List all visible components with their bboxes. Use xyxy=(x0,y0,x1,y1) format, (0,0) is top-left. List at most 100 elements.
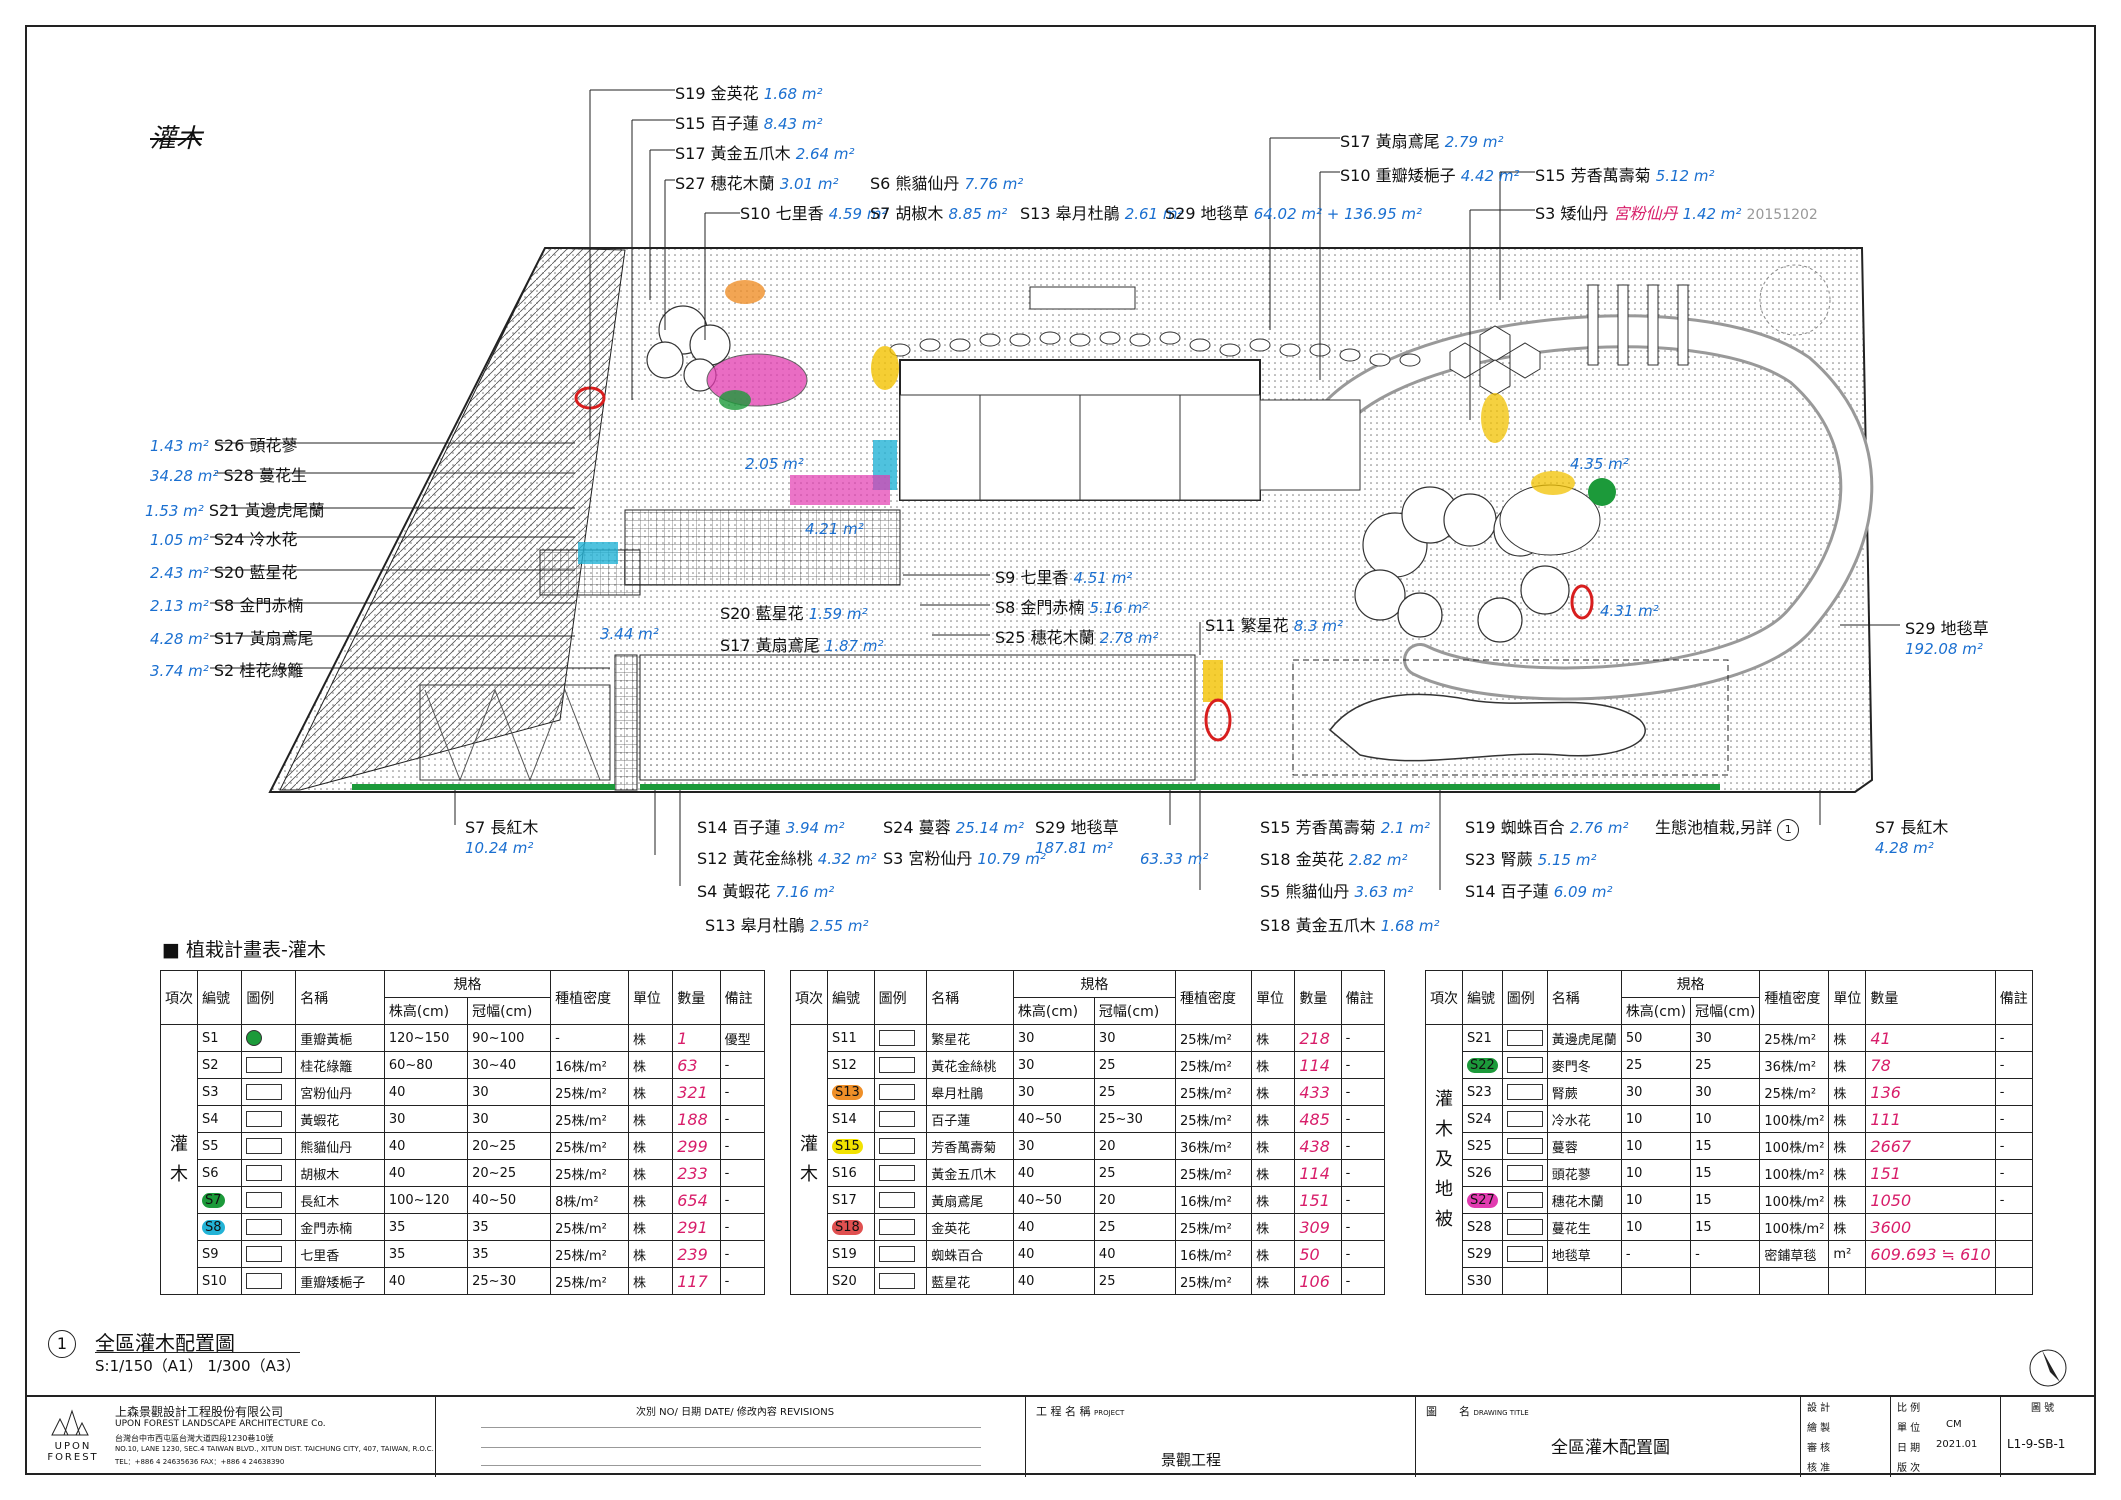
shrub-green-tree xyxy=(1588,478,1616,506)
north-arrow xyxy=(2029,1349,2067,1387)
plant-table-title: ■ 植栽計畫表-灌木 xyxy=(162,939,326,961)
date-value: 2021.01 xyxy=(1936,1439,1978,1450)
eco-pond-outline xyxy=(1292,659,1729,776)
drawing-title-cell: 圖 名 DRAWING TITLE 全區灌木配置圖 xyxy=(1415,1397,1800,1477)
label-s17-top: S17 黃金五爪木 2.64 m² xyxy=(675,144,855,163)
drawing-frame xyxy=(25,25,2096,1475)
shrub-cyan-2 xyxy=(578,542,618,564)
label-s21-left: 1.53 m² S21 黃邊虎尾蘭 xyxy=(145,501,325,520)
hatched-wedge xyxy=(279,247,626,791)
label-s19-top: S19 金英花 1.68 m² xyxy=(675,84,823,103)
title-block: UPON FOREST 上森景觀設計工程股份有限公司 UPON FOREST L… xyxy=(25,1395,2096,1477)
shrub-orange xyxy=(725,280,765,304)
area-note-6: 63.33 m² xyxy=(1140,850,1209,868)
label-s13-bottom: S13 皋月杜鵑 2.55 m² xyxy=(705,916,869,935)
company-address: 台灣台中市西屯區台灣大道四段1230巷10號 xyxy=(115,1434,274,1443)
label-s10-top: S10 七里香 4.59 m² xyxy=(740,204,888,223)
label-s20-left: 2.43 m² S20 藍星花 xyxy=(150,563,298,582)
label-eco-pond: 生態池植栽,另詳 1 xyxy=(1655,814,1800,841)
section-heading: 灌木 xyxy=(150,124,203,154)
drawing-label: 圖 名 DRAWING TITLE xyxy=(1426,1405,1529,1418)
company-name-cn: 上森景觀設計工程股份有限公司 xyxy=(115,1405,284,1419)
shrub-pink xyxy=(790,475,890,505)
company-address-en: NO.10, LANE 1230, SEC.4 TAIWAN BLVD., XI… xyxy=(115,1445,434,1453)
deck xyxy=(624,509,901,586)
plan-scale: S:1/150（A1） 1/300（A3） xyxy=(95,1352,301,1376)
label-s13-top: S13 皋月杜鵑 2.61 m² xyxy=(1020,204,1184,223)
revisions-cell: 次別 NO/ 日期 DATE/ 修改內容 REVISIONS xyxy=(435,1397,1025,1477)
label-s11-mid: S11 繁星花 8.3 m² xyxy=(1205,616,1343,635)
company-name-en: UPON FOREST LANDSCAPE ARCHITECTURE Co. xyxy=(115,1419,326,1429)
label-s19-bottom: S19 蜘蛛百合 2.76 m² xyxy=(1465,818,1629,837)
label-s17-left: 4.28 m² S17 黃扇鳶尾 xyxy=(150,629,314,648)
label-s17-top-right: S17 黃扇鳶尾 2.79 m² xyxy=(1340,132,1504,151)
plan-number: 1 xyxy=(48,1330,76,1358)
label-s9-mid: S9 七里香 4.51 m² xyxy=(995,568,1133,587)
sign-cell: 設 計 繪 製 審 核 核 准 xyxy=(1800,1397,1890,1477)
label-s23-bottom: S23 腎蕨 5.15 m² xyxy=(1465,850,1597,869)
area-note-3: 3.44 m² xyxy=(600,625,659,643)
area-note-2: 4.31 m² xyxy=(1600,602,1659,620)
lawn-strip xyxy=(639,654,1196,781)
label-s27-top: S27 穗花木蘭 3.01 m² xyxy=(675,174,839,193)
label-s24-bottom: S24 蔓蓉 25.14 m² xyxy=(883,818,1025,837)
plant-table-part2: 項次編號圖例名稱 規格 種植密度單位數量備註 株高(cm)冠幅(cm) 灌木 S… xyxy=(790,970,1386,1295)
label-s15-bottom: S15 芳香萬壽菊 2.1 m² xyxy=(1260,818,1430,837)
label-s2-left: 3.74 m² S2 桂花綠籬 xyxy=(150,661,304,680)
label-s26-left: 1.43 m² S26 頭花蓼 xyxy=(150,436,298,455)
project-name: 景觀工程 xyxy=(1161,1451,1222,1469)
label-s15-top: S15 百子蓮 8.43 m² xyxy=(675,114,823,133)
label-s17-mid: S17 黃扇鳶尾 1.87 m² xyxy=(720,636,884,655)
label-s5-bottom: S5 熊貓仙丹 3.63 m² xyxy=(1260,882,1414,901)
plan-title: 全區灌木配置圖 xyxy=(95,1331,235,1355)
company-cell: UPON FOREST 上森景觀設計工程股份有限公司 UPON FOREST L… xyxy=(25,1397,435,1477)
label-s6-top: S6 熊貓仙丹 7.76 m² xyxy=(870,174,1024,193)
meta-cell: 比 例 單 位 CM 日 期 2021.01 版 次 xyxy=(1890,1397,2000,1477)
shrub-red-3 xyxy=(1204,698,1232,742)
label-s20-mid: S20 藍星花 1.59 m² xyxy=(720,604,868,623)
shrub-yellow xyxy=(871,346,899,390)
project-cell: 工 程 名 稱 PROJECT 景觀工程 xyxy=(1025,1397,1415,1477)
label-s24-left: 1.05 m² S24 冷水花 xyxy=(150,530,298,549)
label-s7-top: S7 胡椒木 8.85 m² xyxy=(870,204,1008,223)
label-s18-bottom: S18 金英花 2.82 m² xyxy=(1260,850,1408,869)
plant-table-part3: 項次編號圖例名稱 規格 種植密度單位數量備註 株高(cm)冠幅(cm) 灌木及地… xyxy=(1425,970,2033,1295)
label-s10-top-right: S10 重瓣矮梔子 4.42 m² xyxy=(1340,166,1520,185)
company-logo-icon xyxy=(51,1409,89,1436)
label-s8-left: 2.13 m² S8 金門赤楠 xyxy=(150,596,304,615)
area-note-5: 2.05 m² xyxy=(745,455,804,473)
shrub-yellow-2 xyxy=(1481,393,1509,443)
label-s3-bottom: S3 宮粉仙丹 10.79 m² xyxy=(883,849,1046,868)
label-s25-mid: S25 穗花木蘭 2.78 m² xyxy=(995,628,1159,647)
label-s29-top: S29 地毯草 64.02 m² + 136.95 m² xyxy=(1165,204,1423,223)
label-s4-bottom: S4 黃蝦花 7.16 m² xyxy=(697,882,835,901)
project-label: 工 程 名 稱 PROJECT xyxy=(1036,1405,1125,1418)
plant-table-part1: 項次編號圖例名稱 規格 種植密度單位數量備註 株高(cm)冠幅(cm) 灌木 S… xyxy=(160,970,766,1295)
shrub-red-2 xyxy=(1570,584,1594,620)
area-note-4: 4.21 m² xyxy=(805,520,864,538)
label-s3-top-right: S3 矮仙丹 宮粉仙丹 1.42 m² 20151202 xyxy=(1535,204,1818,223)
unit-value: CM xyxy=(1946,1419,1962,1430)
company-phone: TEL：+886 4 24635636 FAX：+886 4 24638390 xyxy=(115,1458,285,1466)
label-s12-bottom: S12 黃花金絲桃 4.32 m² xyxy=(697,849,877,868)
label-s18b-bottom: S18 黃金五爪木 1.68 m² xyxy=(1260,916,1440,935)
shrub-green xyxy=(719,390,751,410)
label-s28-left: 34.28 m² S28 蔓花生 xyxy=(150,466,308,485)
shrub-yellow-3 xyxy=(1531,471,1575,495)
label-s8-mid: S8 金門赤楠 5.16 m² xyxy=(995,598,1149,617)
sheet-cell: 圖 號 L1-9-SB-1 xyxy=(2000,1397,2096,1477)
drawing-title: 全區灌木配置圖 xyxy=(1551,1438,1670,1458)
sheet-number: L1-9-SB-1 xyxy=(2007,1437,2066,1451)
shrub-yellow-4 xyxy=(1203,660,1223,702)
revisions-label: 次別 NO/ 日期 DATE/ 修改內容 REVISIONS xyxy=(636,1407,835,1418)
label-s15-top-right: S15 芳香萬壽菊 5.12 m² xyxy=(1535,166,1715,185)
area-note-1: 4.35 m² xyxy=(1570,455,1629,473)
label-s14b-bottom: S14 百子蓮 6.09 m² xyxy=(1465,882,1613,901)
label-s14-bottom: S14 百子蓮 3.94 m² xyxy=(697,818,845,837)
logo-text: UPON FOREST xyxy=(47,1441,99,1463)
